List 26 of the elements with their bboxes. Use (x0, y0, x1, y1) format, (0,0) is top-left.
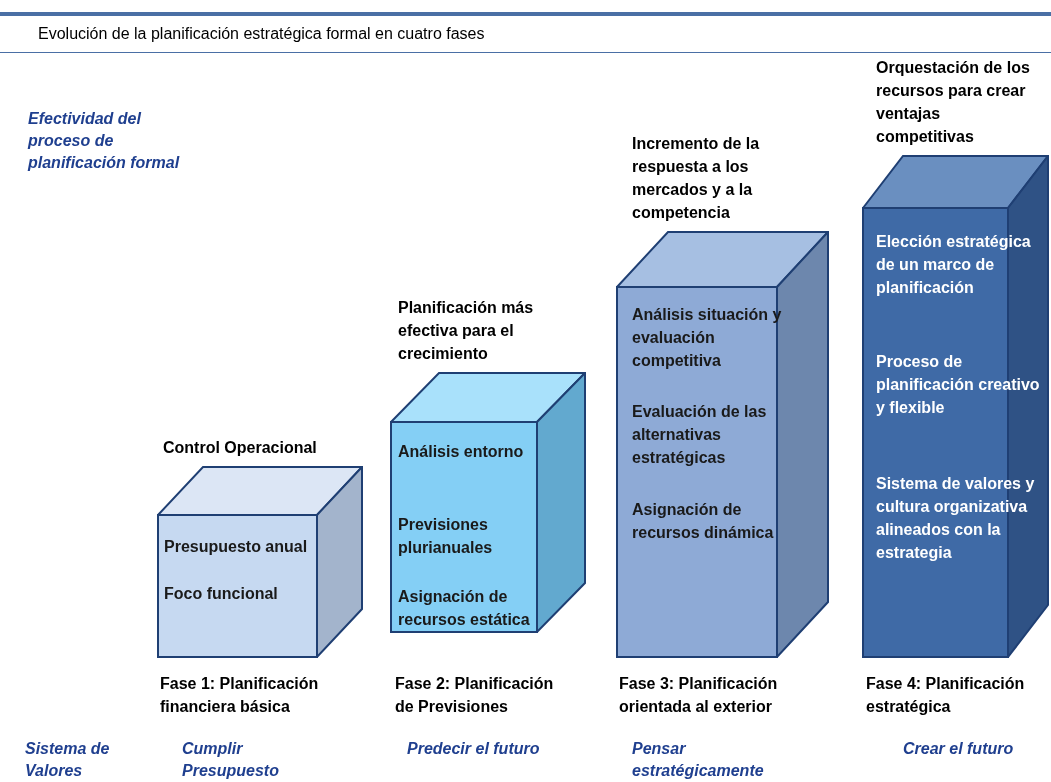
cube-heading: Orquestación de los recursos para crear ventajas competitivas (876, 58, 1031, 147)
cube-heading: Incremento de la respuesta a los mercados y a la competencia (632, 134, 761, 223)
axis-label: Predecir el futuro (407, 739, 541, 759)
list-item: Sistema de valores y cultura organizativa alineados con la estrategia (876, 474, 1036, 563)
title: Evolución de la planificación estratégica formal en cuatro fases (38, 25, 486, 43)
axis-label: Efectividad del proceso de planificación formal (28, 109, 181, 173)
list-item: Asignación de recursos dinámica (632, 500, 775, 543)
phase-label: Fase 1: Planificación financiera básica (160, 674, 320, 717)
list-item: Foco funcional (164, 584, 279, 604)
axis-label: Sistema de Valores (25, 739, 111, 781)
list-item: Evaluación de las alternativas estratégicas (632, 402, 768, 468)
phase-label: Fase 3: Planificación orientada al exterior (619, 674, 779, 717)
list-item: Proceso de planificación creativo y flexible (876, 352, 1041, 418)
list-item: Elección estratégica de un marco de planificación (876, 232, 1032, 298)
axis-label: Crear el futuro (903, 739, 1015, 759)
list-item: Previsiones plurianuales (398, 515, 494, 558)
list-item: Presupuesto anual (164, 537, 309, 557)
phase-label: Fase 2: Planificación de Previsiones (395, 674, 555, 717)
list-item: Asignación de recursos estática (398, 587, 531, 630)
list-item: Análisis entorno (398, 442, 525, 462)
axis-label: Pensar estratégicamente (632, 739, 765, 781)
list-item: Análisis situación y evaluación competitiva (632, 305, 783, 371)
phase-label: Fase 4: Planificación estratégica (866, 674, 1026, 717)
cube-heading: Control Operacional (163, 438, 318, 458)
cube-heading: Planificación más efectiva para el crecimiento (398, 298, 535, 364)
axis-label: Cumplir Presupuesto (182, 739, 280, 781)
